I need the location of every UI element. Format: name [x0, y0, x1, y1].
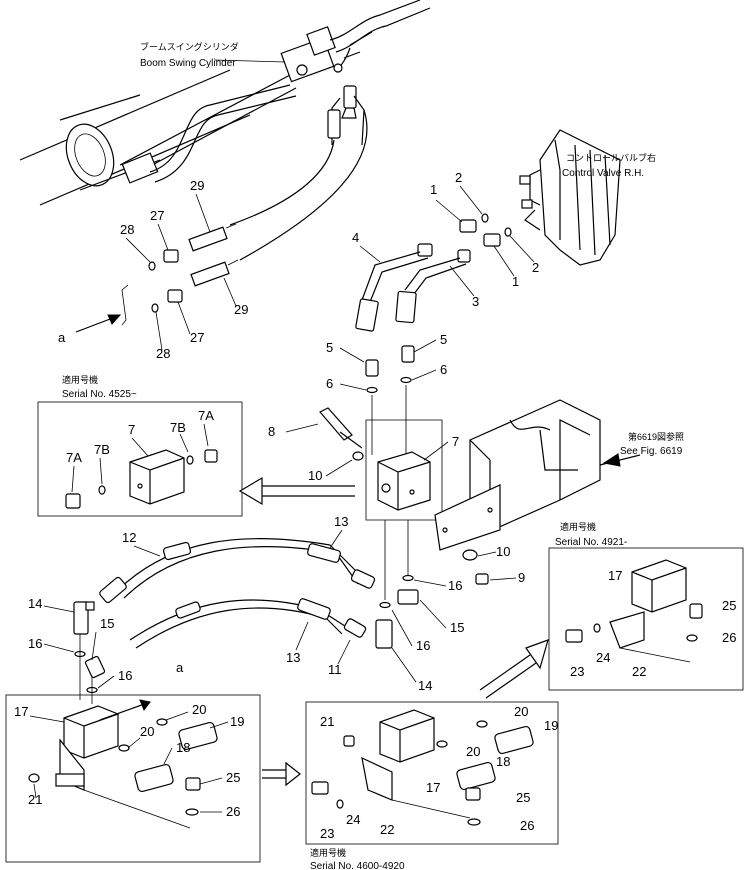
inset-4525-callout-7b-left: 7B — [94, 442, 110, 457]
callout-12: 12 — [122, 530, 136, 545]
callout-11: 11 — [328, 662, 342, 677]
callout-2-top: 2 — [455, 170, 462, 185]
callout-17: 17 — [14, 704, 28, 719]
inset-bottom-left: a — [5, 660, 261, 863]
hoses-11-12-13 — [99, 538, 376, 649]
valve-fittings — [459, 213, 512, 247]
control-valve-label: Control Valve R.H. — [562, 168, 644, 179]
callout-13-bottom: 13 — [286, 650, 300, 665]
control-valve-rh: コントロールバルブ右 Control Valve R.H. — [519, 129, 656, 266]
callout-6-left: 6 — [326, 376, 333, 391]
boom-swing-cylinder-label: Boom Swing Cylinder — [140, 58, 236, 69]
callout-14-left: 14 — [28, 596, 42, 611]
arrow-a-label: a — [58, 330, 66, 345]
callout-29-top: 29 — [190, 178, 204, 193]
callout-1-bottom: 1 — [512, 274, 519, 289]
inset-serial-4525: 適用号機 Serial No. 4525~ 7 7A 7B 7A 7B — [37, 374, 355, 517]
center-valve-block: 第6619図参照 See Fig. 6619 — [319, 399, 684, 585]
callout-20-mid: 20 — [140, 724, 154, 739]
inset-4600-callout-21: 21 — [320, 714, 334, 729]
inset-4600-callout-19: 19 — [544, 718, 558, 733]
callout-6-right: 6 — [440, 362, 447, 377]
see-fig-label: See Fig. 6619 — [620, 446, 683, 457]
callout-5-right: 5 — [440, 332, 447, 347]
control-valve-jp-label: コントロールバルブ右 — [566, 152, 656, 163]
callout-21: 21 — [28, 792, 42, 807]
inset-4921-serial-label: Serial No. 4921- — [555, 537, 627, 548]
callout-8: 8 — [268, 424, 275, 439]
callout-16-right-top: 16 — [448, 578, 462, 593]
inset-4525-callout-7: 7 — [128, 422, 135, 437]
inset-4600-callout-20-top: 20 — [514, 704, 528, 719]
callout-19: 19 — [230, 714, 244, 729]
inset-4921-callout-25: 25 — [722, 598, 736, 613]
inset-4921-callout-26: 26 — [722, 630, 736, 645]
inset-4921-callout-17: 17 — [608, 568, 622, 583]
inset-4600-callout-26: 26 — [520, 818, 534, 833]
boom-swing-cylinder-jp-label: ブームスイングシリンダ — [140, 41, 239, 52]
callout-28-top: 28 — [120, 222, 134, 237]
inset-4921-jp-label: 適用号機 — [560, 521, 596, 532]
callout-2-bottom: 2 — [532, 260, 539, 275]
fittings-5-6 — [365, 345, 415, 455]
callout-1-top: 1 — [430, 182, 437, 197]
fittings-14-15-right — [375, 520, 419, 649]
callout-13-top: 13 — [334, 514, 348, 529]
callout-29-bottom: 29 — [234, 302, 248, 317]
callout-4: 4 — [352, 230, 359, 245]
callout-15-left: 15 — [100, 616, 114, 631]
inset-4525-jp-label: 適用号機 — [62, 374, 98, 385]
inset-4600-callout-25: 25 — [516, 790, 530, 805]
callout-9: 9 — [518, 570, 525, 585]
inset-4600-callout-22: 22 — [380, 822, 394, 837]
callout-18: 18 — [176, 740, 190, 755]
inset-4600-callout-20-mid: 20 — [466, 744, 480, 759]
callout-27-top: 27 — [150, 208, 164, 223]
callout-26: 26 — [226, 804, 240, 819]
tubes-3-4 — [355, 243, 471, 332]
inset-serial-4921: 適用号機 Serial No. 4921- 17 22 23 24 25 26 — [479, 521, 744, 699]
boom-swing-cylinder: ブームスイングシリンダ Boom Swing Cylinder — [19, 0, 431, 261]
see-fig-jp-label: 第6619図参照 — [628, 431, 684, 442]
callout-7: 7 — [452, 434, 459, 449]
inset-4600-jp-label: 適用号機 — [310, 847, 346, 858]
inset-4525-serial-label: Serial No. 4525~ — [62, 389, 137, 400]
callout-5-left: 5 — [326, 340, 333, 355]
inset-4600-callout-24: 24 — [346, 812, 360, 827]
leader-lines — [29, 185, 535, 813]
inset-4525-callout-7a-right: 7A — [198, 408, 214, 423]
callout-15-right: 15 — [450, 620, 464, 635]
callout-16-right-bottom: 16 — [416, 638, 430, 653]
inset-4921-callout-24: 24 — [596, 650, 610, 665]
callout-25: 25 — [226, 770, 240, 785]
callout-27-bottom: 27 — [190, 330, 204, 345]
fittings-14-15-left — [73, 601, 106, 704]
inset-4525-callout-7b-right: 7B — [170, 420, 186, 435]
inset-4600-callout-23: 23 — [320, 826, 334, 841]
inset-serial-4600: 適用号機 Serial No. 4600-4920 21 20 19 20 18… — [262, 701, 558, 870]
inset-4600-callout-17: 17 — [426, 780, 440, 795]
callout-28-bottom: 28 — [156, 346, 170, 361]
inset-4600-callout-18: 18 — [496, 754, 510, 769]
callout-16-left: 16 — [28, 636, 42, 651]
callout-3: 3 — [472, 294, 479, 309]
callout-20-top: 20 — [192, 702, 206, 717]
callout-10-left: 10 — [308, 468, 322, 483]
arrow-a-bottom-label: a — [176, 660, 184, 675]
callout-14-right: 14 — [418, 678, 432, 693]
inset-4921-callout-23: 23 — [570, 664, 584, 679]
cylinder-fittings: a — [58, 223, 239, 345]
callouts: 1 1 2 2 3 4 5 5 6 6 7 8 9 10 10 11 12 13… — [14, 170, 539, 819]
callout-10-right: 10 — [496, 544, 510, 559]
inset-4525-callout-7a-left: 7A — [66, 450, 82, 465]
callout-16-mid: 16 — [118, 668, 132, 683]
inset-4600-serial-label: Serial No. 4600-4920 — [310, 861, 405, 870]
inset-4921-callout-22: 22 — [632, 664, 646, 679]
